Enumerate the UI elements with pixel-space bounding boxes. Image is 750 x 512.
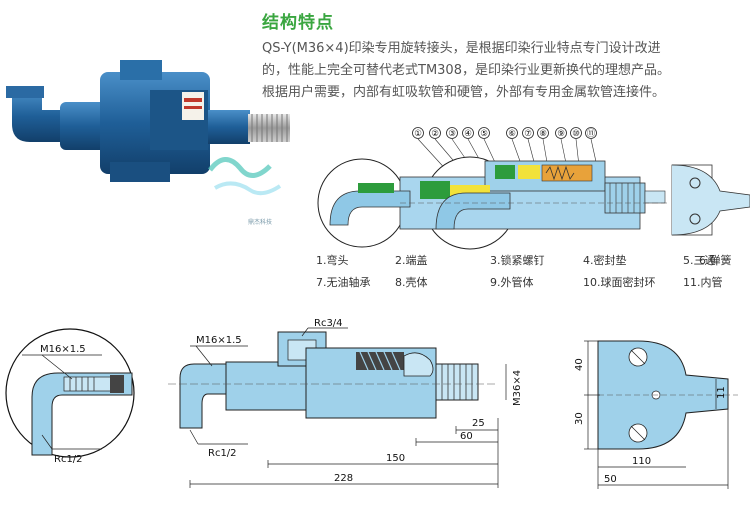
part-1: 1.弯头 <box>316 254 349 267</box>
part-7: 7.无油轴承 <box>316 276 371 289</box>
side-11-label: 11 <box>716 386 727 399</box>
dim-60-label: 60 <box>460 431 473 442</box>
svg-text:④: ④ <box>464 129 472 139</box>
part-3: 3.锁紧螺钉 <box>490 254 545 267</box>
dim-25-label: 25 <box>472 418 485 429</box>
svg-text:⑪: ⑪ <box>587 129 596 139</box>
part-11: 11.内管 <box>683 276 723 289</box>
main-drawing: M16×1.5 Rc3/4 Rc1/2 25 60 150 228 M36×4 <box>168 318 523 488</box>
cross-section-diagram: ① ② ③ ④ ⑤ ⑥ ⑦ ⑧ ⑨ ⑩ ⑪ <box>317 127 750 250</box>
dim-228-label: 228 <box>334 473 353 484</box>
side-110-label: 110 <box>632 456 651 467</box>
svg-text:⑤: ⑤ <box>480 129 488 139</box>
side-30-label: 30 <box>574 412 585 425</box>
dim-150-label: 150 <box>386 453 405 464</box>
part-9: 9.外管体 <box>490 276 534 289</box>
side-50-label: 50 <box>604 474 617 485</box>
description-line-3: 根据用户需要，内部有虹吸软管和硬管，外部有专用金属软管连接件。 <box>262 85 666 100</box>
part-5: 5.三通 <box>683 254 716 267</box>
callout-numbers: ① ② ③ ④ ⑤ ⑥ ⑦ ⑧ ⑨ ⑩ ⑪ <box>412 127 597 139</box>
product-photo <box>6 60 290 196</box>
main-top-port-label: Rc3/4 <box>314 318 343 329</box>
detail-thread-label: M16×1.5 <box>40 344 86 355</box>
detail-drawing: M16×1.5 Rc1/2 <box>5 328 135 465</box>
svg-text:⑨: ⑨ <box>557 129 565 139</box>
svg-text:⑩: ⑩ <box>572 129 580 139</box>
svg-text:⑦: ⑦ <box>524 129 532 139</box>
watermark-text: 鼎杰科技 <box>248 219 273 226</box>
side-40-label: 40 <box>574 358 585 371</box>
main-outer-thread-label: M36×4 <box>512 370 523 406</box>
detail-port-label: Rc1/2 <box>54 454 83 465</box>
svg-text:⑧: ⑧ <box>539 129 547 139</box>
part-2: 2.端盖 <box>395 254 428 267</box>
svg-text:②: ② <box>431 129 439 139</box>
parts-legend: 1.弯头 2.端盖 3.锁紧螺钉 4.密封垫 5.三通 6.弹簧 7.无油轴承 … <box>316 252 748 290</box>
svg-text:③: ③ <box>448 129 456 139</box>
main-left-port-label: Rc1/2 <box>208 448 237 459</box>
svg-text:⑥: ⑥ <box>508 129 516 139</box>
part-10: 10.球面密封环 <box>583 276 656 289</box>
description-line-2: 的，性能上完全可替代老式TM308，是印染行业更新换代的理想产品。 <box>262 63 670 78</box>
part-4: 4.密封垫 <box>583 254 627 267</box>
svg-text:①: ① <box>414 129 422 139</box>
product-description: QS-Y(M36×4)印染专用旋转接头，是根据印染行业特点专门设计改进 的，性能… <box>262 38 744 104</box>
main-thread-left-label: M16×1.5 <box>196 335 242 346</box>
description-line-1: QS-Y(M36×4)印染专用旋转接头，是根据印染行业特点专门设计改进 <box>262 41 661 56</box>
side-view-drawing: 40 30 11 110 50 <box>574 340 738 489</box>
section-title: 结构特点 <box>262 13 334 33</box>
part-6: 6.弹簧 <box>699 254 732 267</box>
part-8: 8.壳体 <box>395 276 428 289</box>
